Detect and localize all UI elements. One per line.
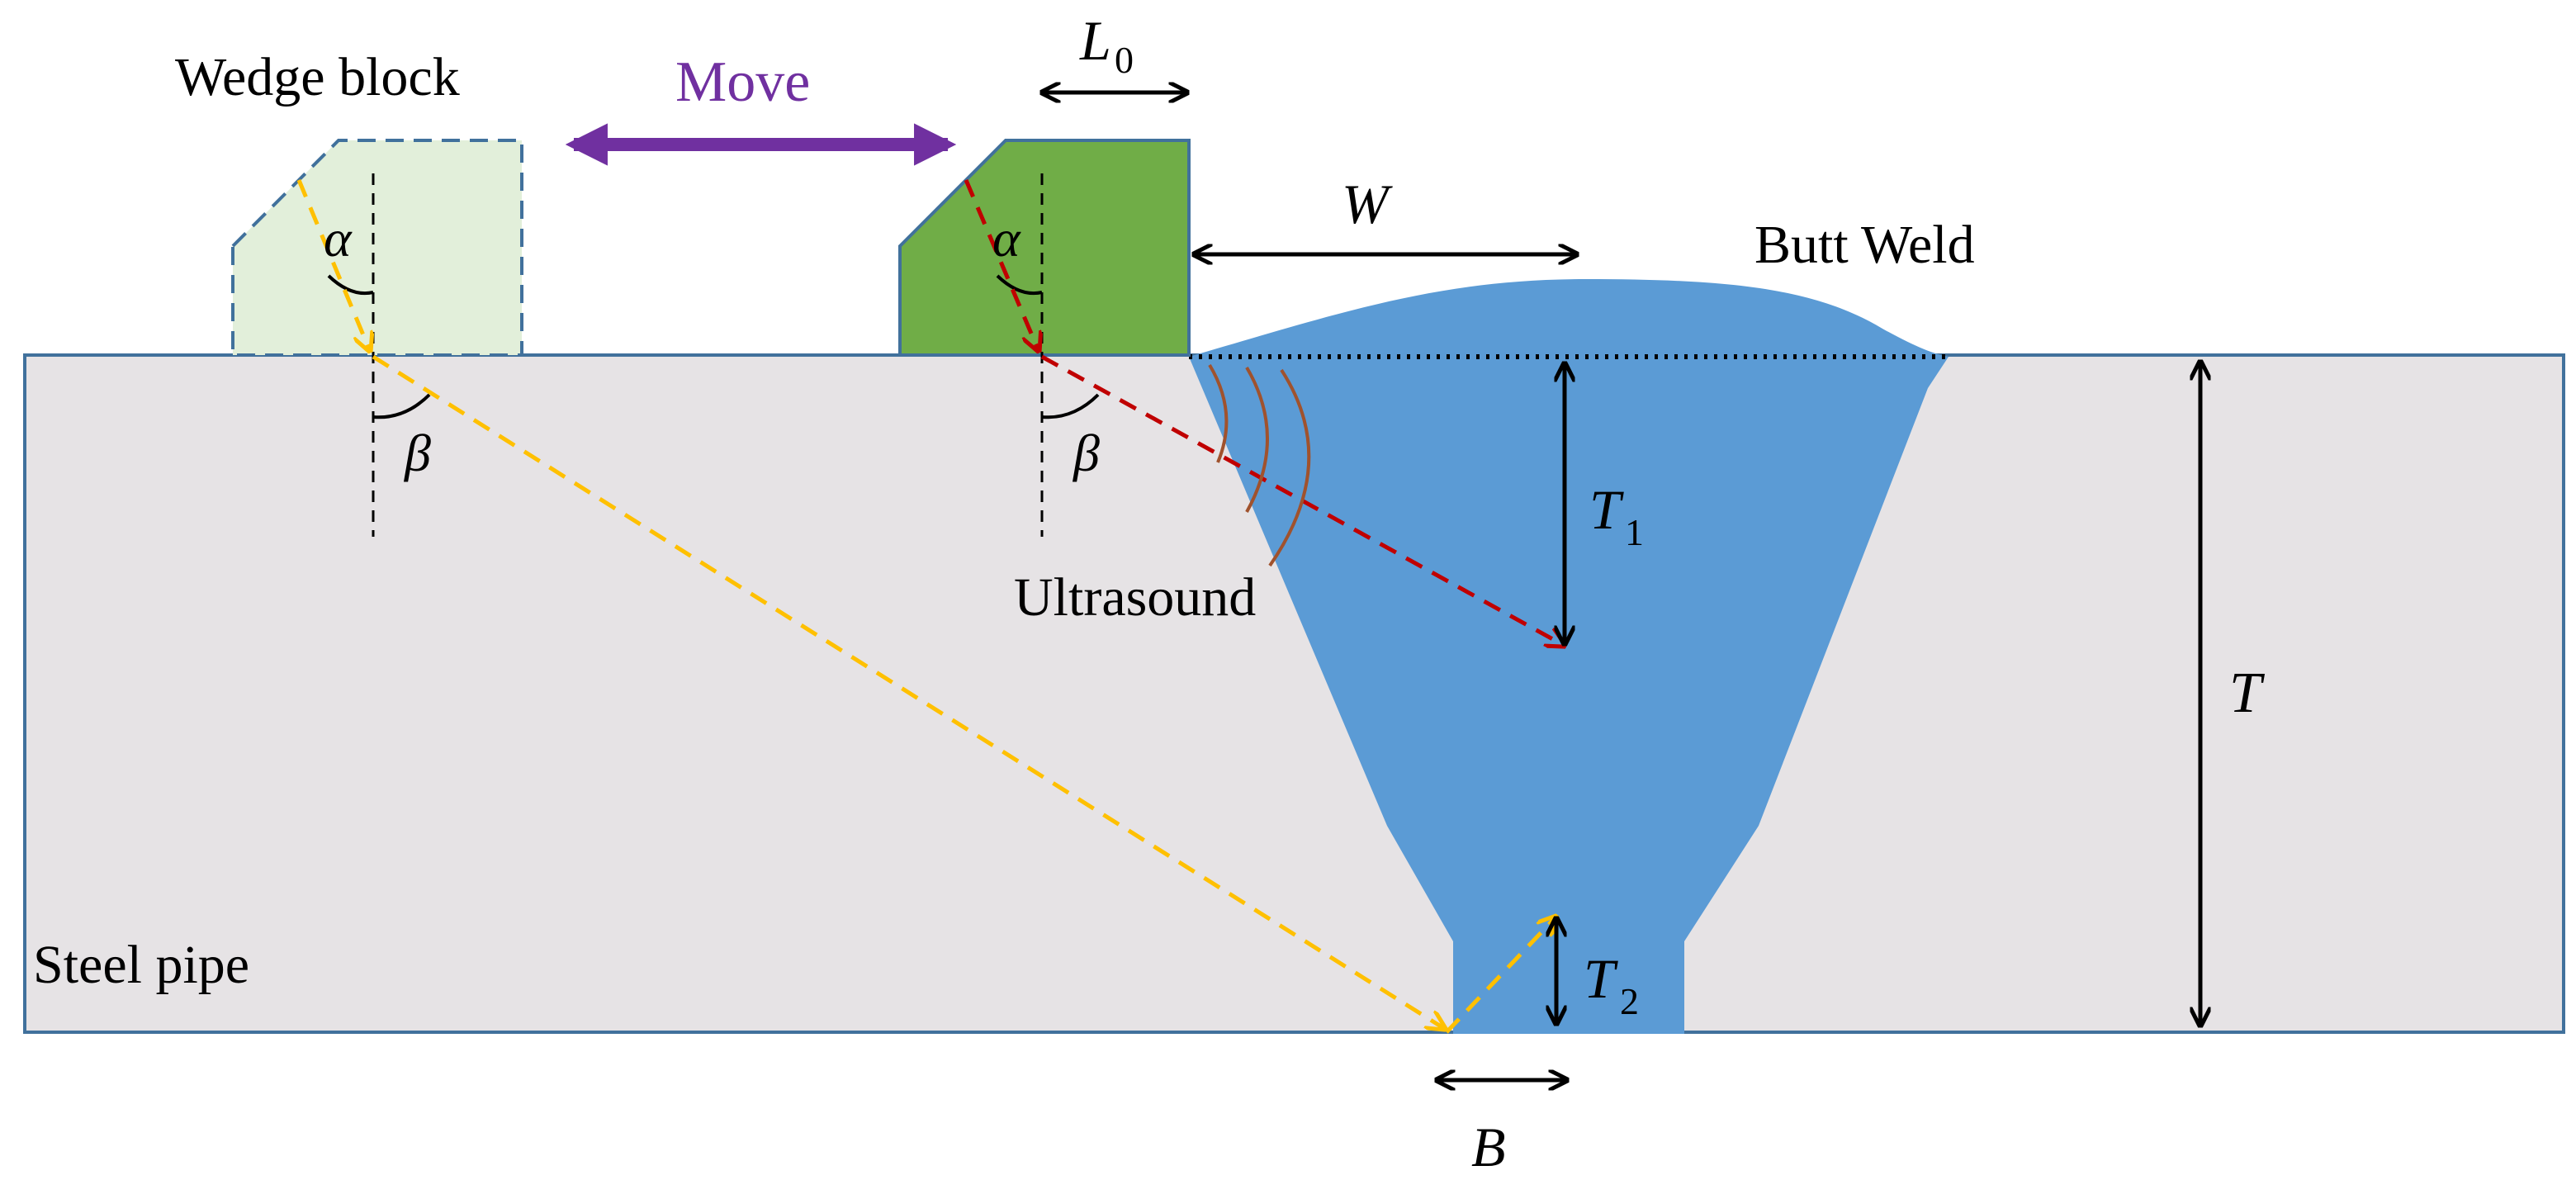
beam-ghost-incident [296, 179, 370, 351]
beta-label-active: β [1072, 424, 1100, 482]
B-label: B [1471, 1116, 1506, 1178]
beta-arc-active [1041, 393, 1100, 419]
move-label: Move [675, 50, 810, 114]
L0-subscript: 0 [1115, 39, 1134, 81]
wedge-block-active [898, 139, 1191, 357]
alpha-arc-ghost [327, 274, 374, 295]
butt-weld [1189, 279, 1949, 1034]
ultrasound-wave-3 [1268, 368, 1311, 567]
L0-label: L 0 [1079, 9, 1134, 81]
alpha-label-ghost: α [324, 209, 353, 268]
W-label: W [1342, 173, 1393, 235]
beta-label-ghost: β [403, 424, 431, 482]
wedge-block-label: Wedge block [175, 47, 460, 107]
ultrasound-wave-1 [1208, 363, 1229, 463]
T1-symbol: T [1589, 478, 1624, 541]
T1-subscript: 1 [1625, 511, 1644, 553]
T2-symbol: T [1584, 947, 1618, 1010]
wedge-block-ghost [231, 139, 523, 357]
ultrasound-label: Ultrasound [1014, 567, 1256, 628]
T-label: T [2229, 661, 2266, 725]
steel-pipe-label: Steel pipe [33, 935, 249, 995]
butt-weld-label: Butt Weld [1754, 215, 1975, 275]
L0-symbol: L [1079, 9, 1111, 72]
beam-ghost-reflected [1445, 917, 1556, 1034]
alpha-arc-active [996, 274, 1043, 295]
beam-active-incident [964, 179, 1039, 351]
ultrasound-wave-2 [1245, 366, 1269, 513]
alpha-label-active: α [992, 209, 1021, 268]
beta-arc-ghost [372, 393, 431, 419]
beam-ghost-refracted [372, 354, 1445, 1029]
T2-subscript: 2 [1620, 980, 1639, 1022]
T1-label: T 1 [1589, 478, 1644, 553]
T2-label: T 2 [1584, 947, 1639, 1022]
